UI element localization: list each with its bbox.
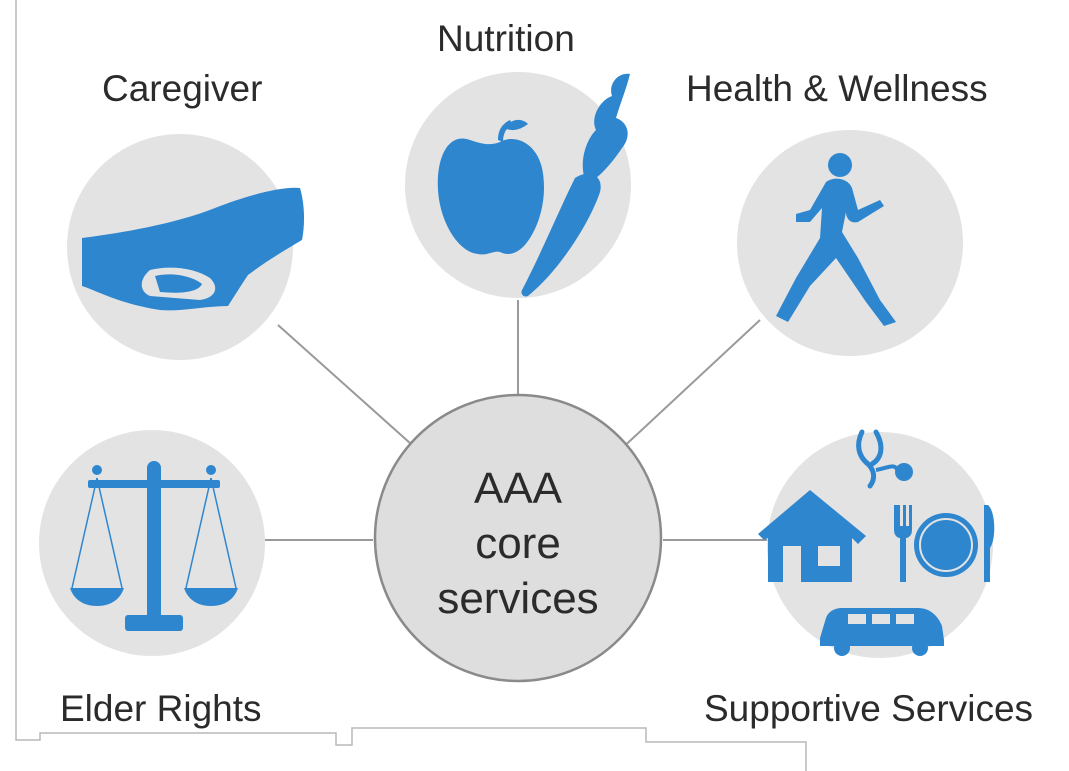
caregiver-label: Caregiver bbox=[102, 68, 263, 109]
apple-carrot-icon bbox=[437, 73, 630, 297]
plate-cutlery-icon bbox=[894, 505, 995, 582]
elder-rights-label: Elder Rights bbox=[60, 688, 262, 729]
health-wellness-label: Health & Wellness bbox=[686, 68, 988, 109]
center-title: AAA core services bbox=[373, 461, 663, 626]
scales-icon bbox=[70, 461, 238, 631]
handshake-icon bbox=[82, 187, 305, 311]
stethoscope-icon bbox=[856, 429, 913, 489]
runner-icon bbox=[776, 153, 896, 326]
supportive-circle bbox=[767, 432, 993, 658]
connector-health bbox=[617, 319, 761, 453]
nutrition-label: Nutrition bbox=[437, 18, 575, 59]
connector-lines bbox=[265, 300, 770, 541]
connector-caregiver bbox=[277, 324, 421, 453]
house-icon bbox=[758, 490, 866, 582]
center-line-1: AAA bbox=[473, 464, 563, 513]
supportive-services-label: Supportive Services bbox=[704, 688, 1034, 729]
center-line-2: core bbox=[475, 519, 561, 568]
frame-lines bbox=[15, 0, 807, 771]
van-icon bbox=[820, 608, 944, 656]
center-circle bbox=[373, 393, 663, 683]
center-line-3: services bbox=[437, 574, 599, 623]
